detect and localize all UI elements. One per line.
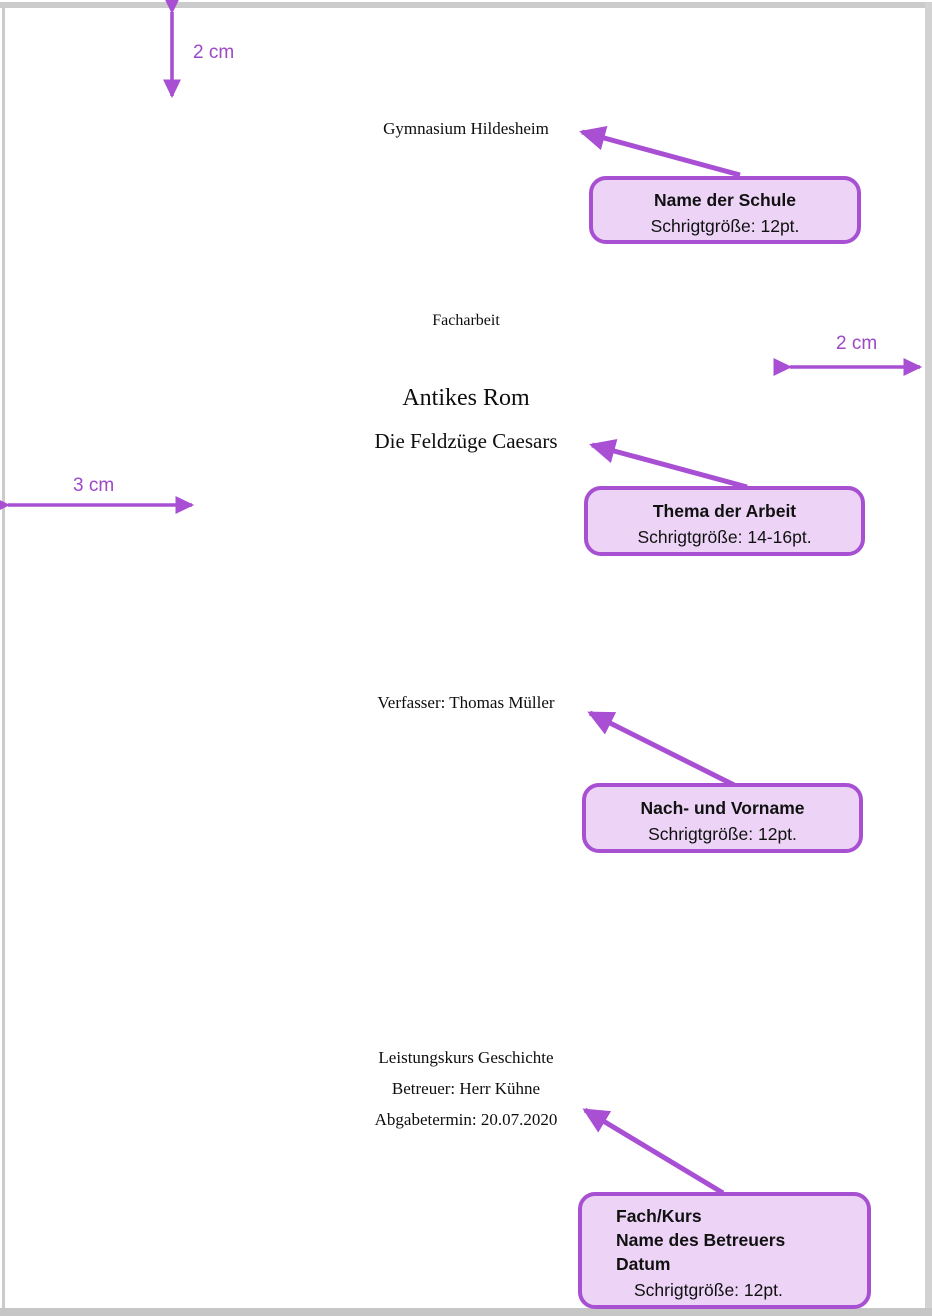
page-edge-bottom: [0, 1308, 932, 1316]
deadline-text: Abgabetermin: 20.07.2020: [374, 1110, 558, 1129]
topic-callout-note: Schrigtgröße: 14-16pt.: [637, 527, 812, 547]
author-text: Verfasser: Thomas Müller: [377, 693, 555, 712]
school-callout-note: Schrigtgröße: 12pt.: [650, 216, 800, 236]
right-margin-label: 2 cm: [836, 333, 878, 354]
top-margin-label: 2 cm: [193, 42, 235, 63]
page-edge-top: [0, 2, 932, 8]
topic-callout: Thema der Arbeit Schrigtgröße: 14-16pt.: [584, 486, 865, 556]
course-callout: Fach/Kurs Name des Betreuers Datum Schri…: [578, 1192, 871, 1309]
school-callout: Name der Schule Schrigtgröße: 12pt.: [589, 176, 861, 244]
name-callout-title: Nach- und Vorname: [640, 798, 805, 818]
left-margin-label: 3 cm: [73, 475, 115, 496]
course-text: Leistungskurs Geschichte: [378, 1048, 554, 1067]
course-callout-line1: Fach/Kurs: [616, 1206, 702, 1226]
subtitle-text: Die Feldzüge Caesars: [374, 429, 558, 453]
name-callout-note: Schrigtgröße: 12pt.: [648, 824, 797, 844]
name-callout: Nach- und Vorname Schrigtgröße: 12pt.: [582, 783, 863, 853]
page-edge-left: [2, 2, 5, 1316]
supervisor-text: Betreuer: Herr Kühne: [391, 1079, 541, 1098]
school-name-text: Gymnasium Hildesheim: [383, 119, 549, 138]
topic-callout-title: Thema der Arbeit: [652, 501, 797, 521]
page-edge-right: [925, 2, 932, 1316]
school-callout-title: Name der Schule: [654, 190, 796, 210]
doc-type-text: Facharbeit: [432, 312, 500, 329]
course-callout-line3: Datum: [616, 1254, 671, 1274]
course-callout-note: Schrigtgröße: 12pt.: [634, 1280, 783, 1300]
course-callout-line2: Name des Betreuers: [616, 1230, 786, 1250]
title-text: Antikes Rom: [402, 385, 530, 411]
